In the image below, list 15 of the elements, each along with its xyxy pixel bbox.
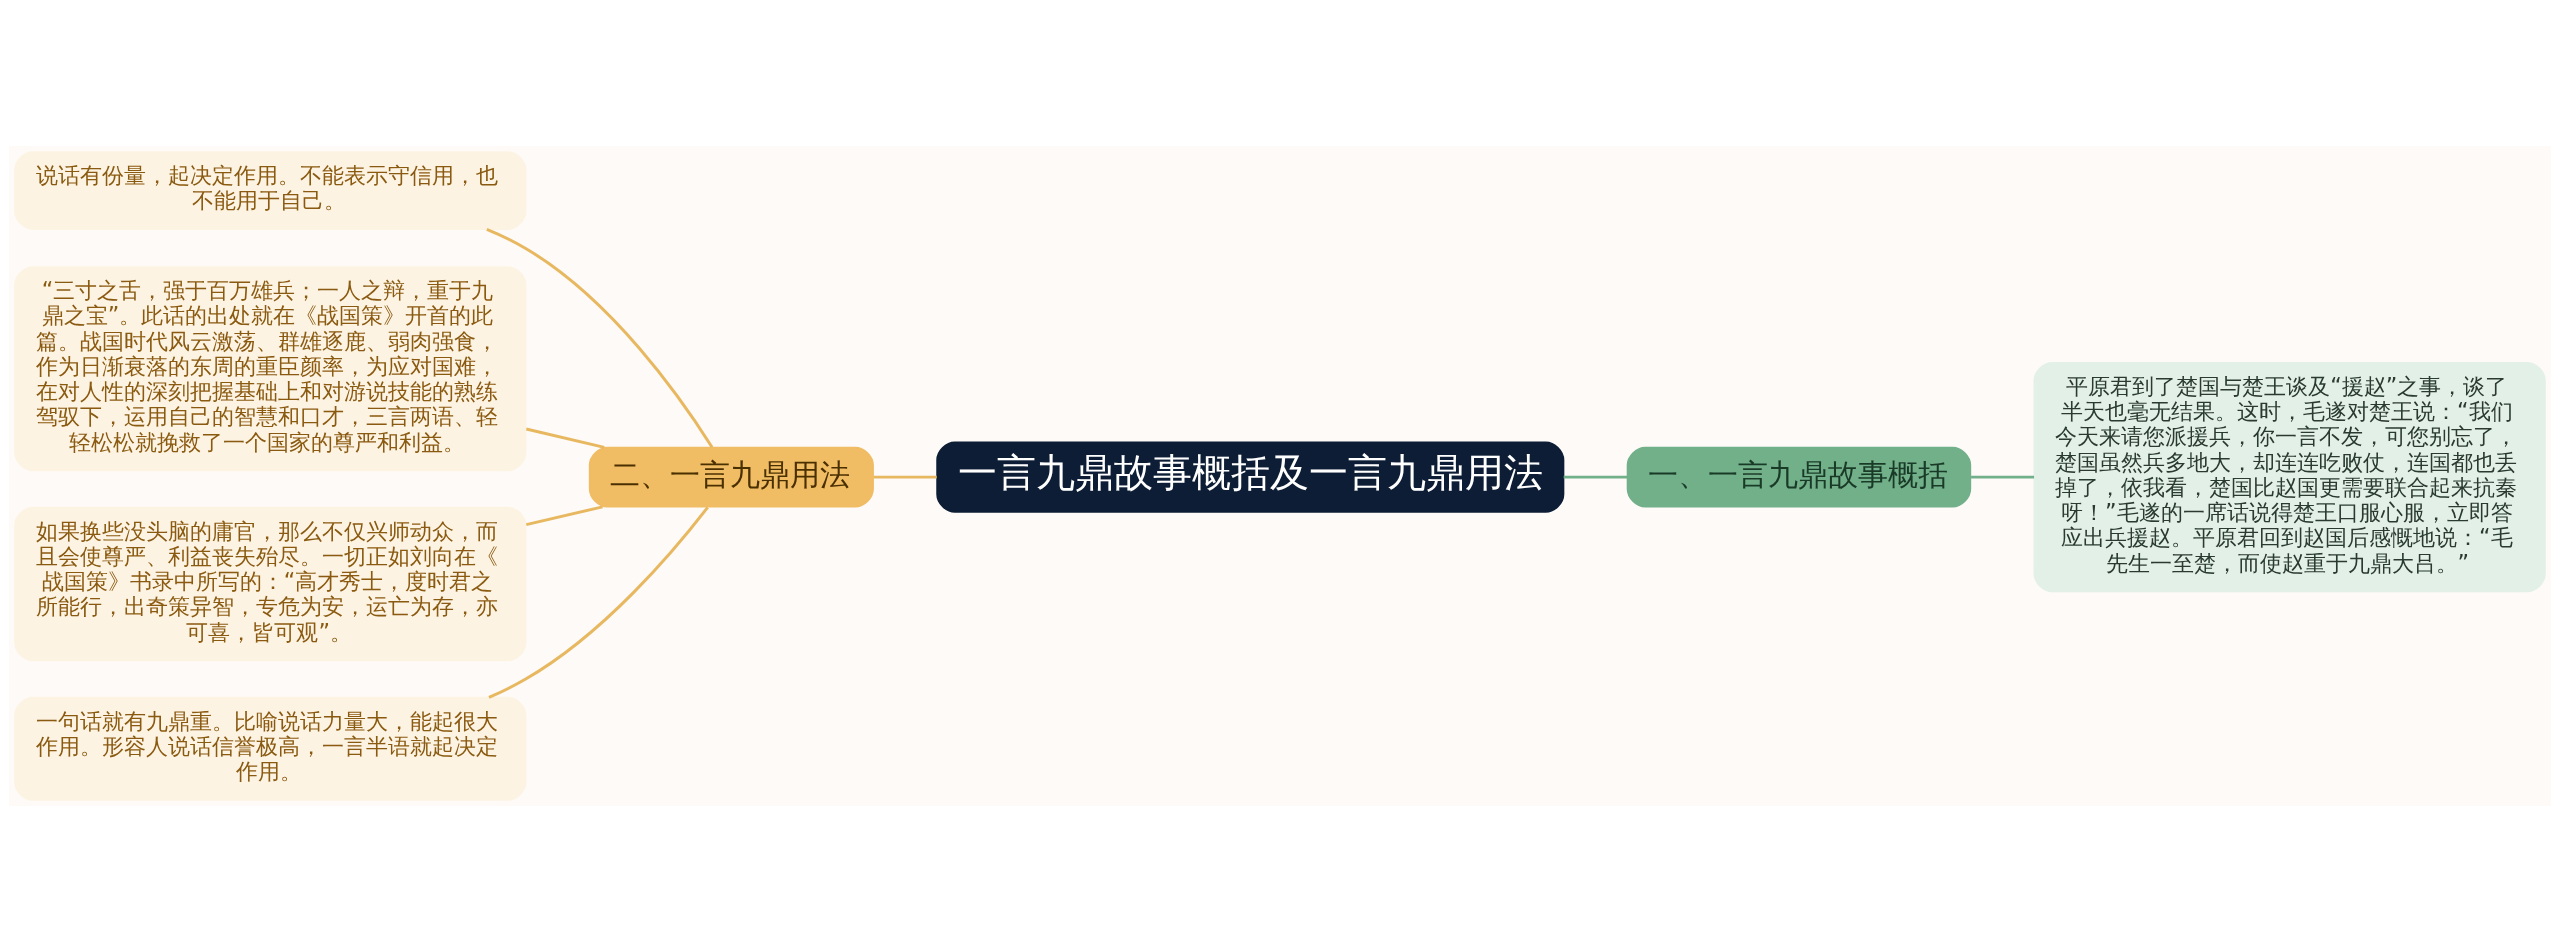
connector xyxy=(486,227,714,448)
connector xyxy=(525,427,605,449)
node-box: 一、一言九鼎故事概括 xyxy=(1626,446,1972,508)
connector xyxy=(525,504,603,526)
connector xyxy=(1563,475,1628,479)
node-box: 二、一言九鼎用法 xyxy=(588,446,874,508)
node-box: 说话有份量，起决定作用。不能表示守信用，也不能用于自己。 xyxy=(14,150,527,230)
connector xyxy=(1971,475,2035,479)
node-box: “三寸之舌，强于百万雄兵；一人之辩，重于九鼎之宝”。此话的出处就在《战国策》开首的此篇。战国时代风云激荡、群雄逐鹿、弱肉强食，作为日渐衰落的东周的重臣颜率，为应对国难，在对人性的深刻把握基础上和对游说技能的熟练驾驭下，运用自己的智慧和口才，三言两语、轻轻松松就挽救了一个国家的尊严和利益。 xyxy=(14,265,527,471)
node-box: 一句话就有九鼎重。比喻说话力量大，能起很大作用。形容人说话信誉极高，一言半语就起决定作用。 xyxy=(14,696,527,801)
connector xyxy=(873,475,937,479)
connector xyxy=(488,505,709,699)
node-box: 一言九鼎故事概括及一言九鼎用法 xyxy=(936,441,1565,513)
node-box: 平原君到了楚国与楚王谈及“援赵”之事，谈了半天也毫无结果。这时，毛遂对楚王说：“我们今天来请您派援兵，你一言不发，可您别忘了，楚国虽然兵多地大，却连连吃败仗，连国都也丢掉了，依我看，楚国比赵国更需要联合起来抗秦呀！”毛遂的一席话说得楚王口服心服，立即答应出兵援赵。平原君回到赵国后感慨地说：“毛先生一至楚，而使赵重于九鼎大吕。” xyxy=(2033,361,2546,592)
node-box: 如果换些没头脑的庸官，那么不仅兴师动众，而且会使尊严、利益丧失殆尽。一切正如刘向在《战国策》书录中所写的：“高才秀士，度时君之所能行，出奇策异智，专危为安，运亡为存，亦可喜，皆可观”。 xyxy=(14,506,527,661)
